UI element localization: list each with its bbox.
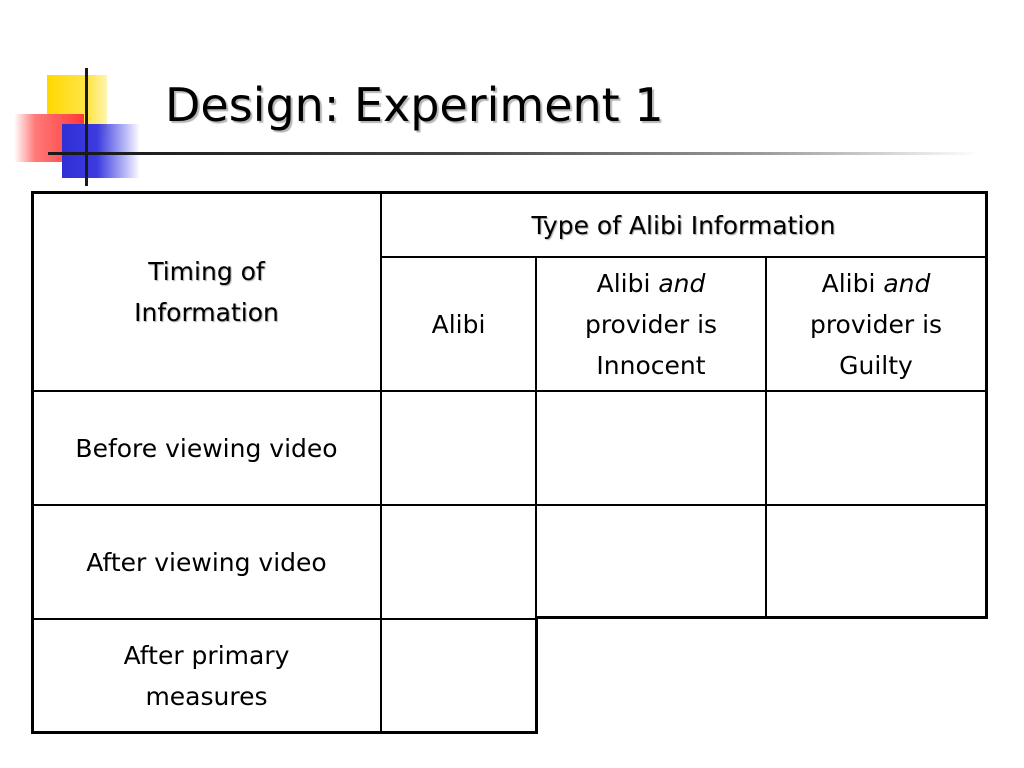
- column-header-emphasis: and: [883, 268, 931, 298]
- row-label-text: Before viewing video: [75, 433, 338, 463]
- table-rule: [535, 256, 537, 618]
- row-label-text: After primary: [123, 640, 290, 670]
- slide-title: Design: Experiment 1: [165, 78, 664, 132]
- table-border-top: [31, 191, 987, 194]
- table-rule: [380, 256, 987, 258]
- table-border-bottom: [31, 731, 538, 734]
- column-header-line: provider is: [584, 309, 718, 339]
- row-label-before-video: Before viewing video: [33, 392, 380, 504]
- blue-square-decoration: [62, 124, 140, 178]
- logo-vertical-line: [85, 68, 88, 186]
- group-header: Type of Alibi Information: [531, 210, 836, 240]
- table-border-right-bottom: [536, 616, 987, 619]
- row-label-after-measures: After primary measures: [33, 620, 380, 731]
- column-header-line: provider is: [809, 309, 943, 339]
- column-header-line: Guilty: [839, 350, 913, 380]
- table-rule: [31, 390, 987, 392]
- table-border-right: [985, 191, 988, 619]
- logo-horizontal-line: [48, 152, 106, 155]
- row-label-text: After viewing video: [86, 547, 327, 577]
- column-header-label: Alibi: [431, 309, 486, 339]
- column-header-emphasis: and: [658, 268, 706, 298]
- table-rule: [31, 504, 987, 506]
- table-rule: [31, 618, 538, 620]
- table-border-right-lower: [535, 618, 538, 734]
- column-header-label: Alibi: [596, 268, 659, 298]
- table-rule: [380, 191, 382, 733]
- table-rule: [765, 256, 767, 618]
- row-label-after-video: After viewing video: [33, 506, 380, 618]
- column-header-label: Alibi: [821, 268, 884, 298]
- column-header-innocent: Alibi and provider is Innocent: [537, 258, 765, 390]
- row-label-text: measures: [145, 681, 268, 711]
- column-header-alibi: Alibi: [382, 258, 535, 390]
- slide-logo: [0, 0, 140, 190]
- column-header-guilty: Alibi and provider is Guilty: [767, 258, 985, 390]
- row-header-title: Timing of Information: [33, 194, 380, 390]
- row-header-title-line: Information: [134, 298, 279, 327]
- column-header-line: Innocent: [596, 350, 706, 380]
- title-underline: [100, 152, 980, 155]
- row-header-title-line: Timing of: [148, 257, 265, 286]
- table-border-left: [31, 191, 34, 734]
